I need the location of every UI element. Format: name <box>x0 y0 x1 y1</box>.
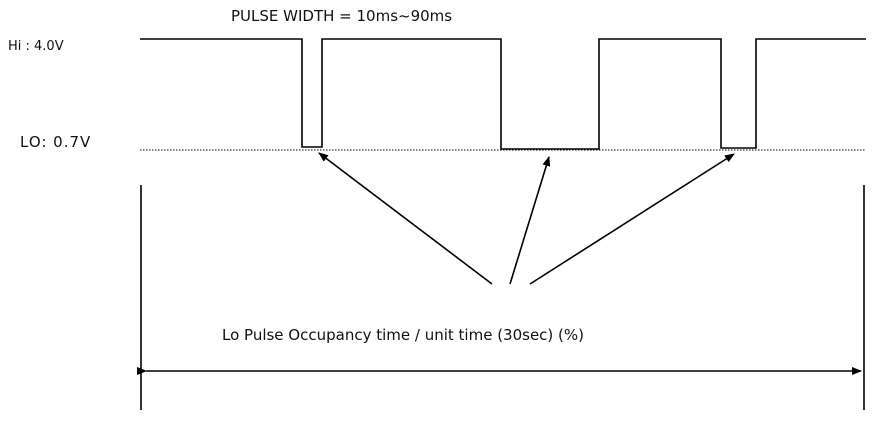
arrow-to-pulse-3 <box>529 153 735 285</box>
occupancy-label: Lo Pulse Occupancy time / unit time (30s… <box>222 326 584 344</box>
arrow-to-pulse-1 <box>318 152 493 285</box>
pulse-waveform <box>140 38 866 150</box>
pulse-width-label: PULSE WIDTH = 10ms~90ms <box>231 7 452 25</box>
hi-level-label: Hi : 4.0V <box>8 39 64 54</box>
lo-level-label: LO: 0.7V <box>20 133 91 151</box>
arrow-to-pulse-2 <box>509 156 551 285</box>
